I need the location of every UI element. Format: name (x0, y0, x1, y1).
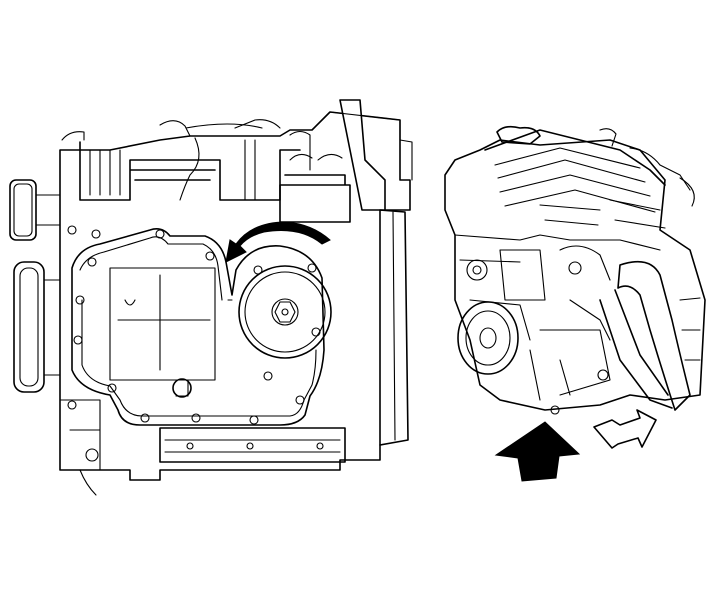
oil-filler-cap (496, 125, 541, 145)
flywheel-housing (379, 209, 409, 446)
outline-arrow-icon (593, 409, 657, 449)
drain-plug (172, 378, 192, 398)
engine-mount-bracket (339, 99, 386, 211)
front-pulleys (9, 179, 61, 393)
throttle-body (279, 174, 351, 223)
oil-pan (159, 427, 346, 463)
engine-outline-iso (444, 139, 706, 411)
coolant-hose (617, 260, 691, 411)
engine-block-outline (59, 111, 411, 481)
solid-up-arrow-icon (494, 421, 581, 482)
side-view (9, 99, 413, 496)
intake-manifold (79, 141, 301, 201)
crank-pulley-iso (457, 301, 519, 375)
timing-cover-gasket (71, 228, 325, 426)
curved-arrow-icon (225, 221, 331, 263)
cover-bolts (67, 225, 321, 425)
three-quarter-view (444, 125, 706, 482)
water-pump-pulley (238, 265, 332, 359)
